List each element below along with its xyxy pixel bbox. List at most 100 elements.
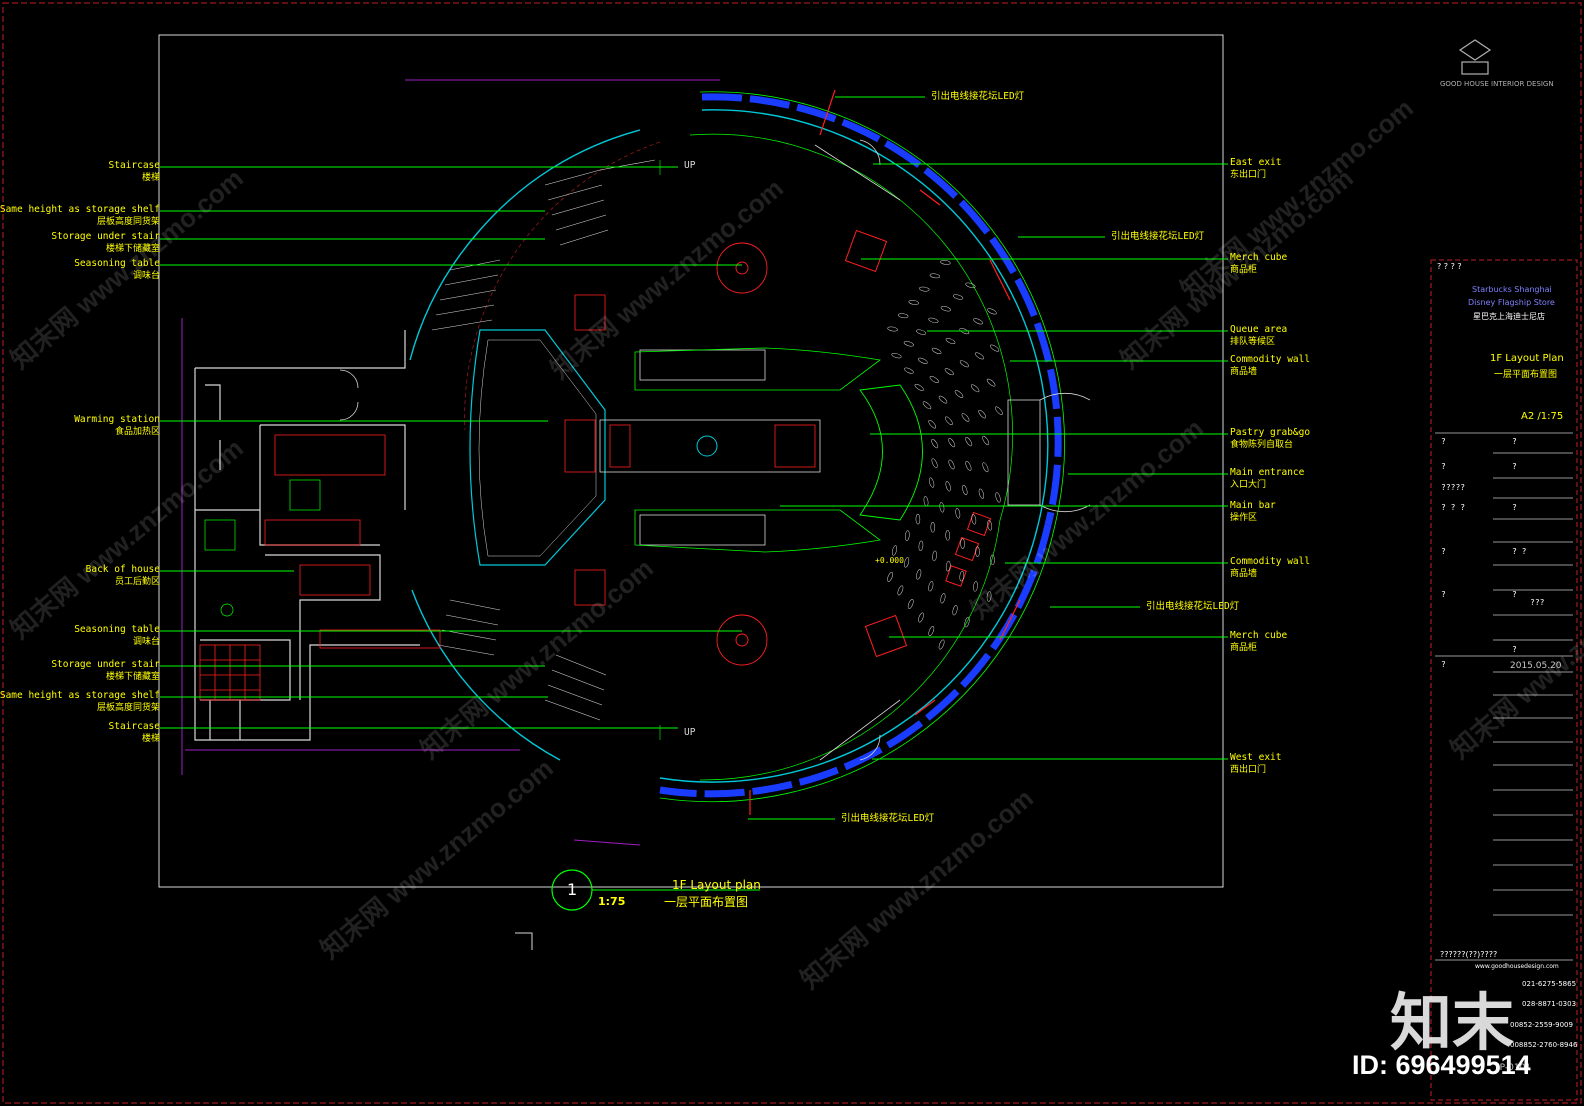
back-of-house-walls [194,330,420,741]
queue-pattern-mark [914,383,924,391]
project-cn: 星巴克上海迪士尼店 [1473,312,1545,321]
watermark-logo: 知末 [1390,989,1515,1058]
label-en: Seasoning table [74,624,160,635]
project-en-2: Disney Flagship Store [1468,298,1555,307]
label-cn: 商品柜 [1230,643,1258,653]
queue-pattern-mark [919,286,930,292]
queue-pattern-mark [960,538,965,549]
stair-up-label-bottom: UP [684,727,696,738]
queue-pattern-mark [931,347,942,354]
queue-pattern-mark [903,341,914,347]
red-accent-walls [749,89,1021,815]
queue-pattern-mark [917,357,928,364]
detail-number: 1 [567,880,578,899]
planters [716,242,768,666]
queue-pattern-mark [982,462,989,473]
queue-pattern-mark [887,326,898,332]
queue-pattern-mark [904,367,914,374]
queue-pattern-mark [939,502,945,513]
label-en: West exit [1230,752,1282,763]
queue-pattern-mark [986,378,996,387]
grid-lines [181,79,720,846]
queue-pattern-mark [945,530,950,541]
led-note-1: 引出电线接花坛LED灯 [931,91,1025,102]
label-cn: 西出口门 [1230,765,1267,775]
queue-pattern-mark [978,488,985,499]
queue-pattern-mark [987,308,997,315]
label-cn: 楼梯 [141,734,160,744]
label-en: Merch cube [1230,252,1288,263]
phone-3: 00852-2559-9009 [1510,1021,1573,1029]
tb-field: ? [1441,660,1446,669]
watermark-text: 知末网 www.znzmo.com [545,173,789,385]
queue-pattern-mark [990,554,995,566]
sheet-size-scale: A2 /1:75 [1521,411,1564,422]
queue-pattern-mark [974,352,985,360]
queue-pattern-mark [959,570,965,582]
label-cn: 楼梯下储藏室 [105,244,160,254]
queue-pattern-mark [961,413,970,422]
queue-pattern-mark [953,294,964,300]
queue-pattern-mark [928,581,934,592]
queue-pattern-mark [948,459,955,470]
label-cn: 操作区 [1230,513,1258,523]
queue-pattern-mark [916,329,927,335]
queue-pattern-mark [975,546,980,557]
phone-1: 021-6275-5865 [1522,980,1577,988]
queue-pattern-mark [995,406,1003,415]
label-cn: 东出口门 [1230,170,1267,180]
queue-pattern-mark [904,530,910,541]
queue-pattern-mark [918,612,924,623]
queue-pattern-mark [944,368,954,376]
queue-pattern-mark [928,626,935,636]
elevation-mark: +0.000 [875,556,904,565]
queue-pattern-mark [990,344,1000,352]
queue-pattern-mark [930,522,936,533]
queue-pattern-mark [955,508,961,519]
staircases [431,159,661,740]
issue-date: 2015.05.20 [1510,661,1562,671]
label-en: Commodity wall [1230,354,1311,365]
queue-pattern-mark [891,545,898,556]
company-website: www.goodhousedesign.com [1475,963,1559,970]
tb-field: ? [1512,645,1517,654]
label-cn: 食物陈列自取台 [1230,440,1294,450]
tb-field: ????? [1441,483,1466,492]
label-en: Back of house [85,564,160,575]
queue-pattern-mark [945,560,951,572]
tb-field: ? ? [1512,547,1527,556]
queue-pattern-mark [945,416,953,426]
label-cn: 入口大门 [1230,480,1267,490]
queue-pattern-mark [908,300,919,305]
tb-field: ? [1512,590,1517,599]
header-marks: ? ? ? ? [1437,262,1462,271]
label-cn: 排队等候区 [1230,337,1276,347]
label-en: Same height as storage shelf [0,204,160,215]
queue-pattern-mark [965,461,972,471]
merch-cubes [844,229,992,658]
led-note-4: 引出电线接花坛LED灯 [841,813,935,824]
drawing-title-en: 1F Layout Plan [1490,353,1564,364]
company-marks: ??????(??)???? [1440,950,1498,959]
tb-field: ? [1512,503,1517,512]
queue-pattern-mark [982,435,990,446]
queue-pattern-mark [928,419,937,429]
label-en: Seasoning table [74,258,160,269]
queue-pattern-mark [965,282,976,288]
queue-pattern-mark [995,492,1001,503]
detail-bubble [551,869,760,911]
label-cn: 商品柜 [1230,265,1258,275]
label-cn: 食品加热区 [114,427,160,437]
label-right-10: West exit 西出口门 [1230,752,1281,776]
queue-pattern-mark [954,390,964,398]
label-cn: 商品墙 [1230,367,1258,377]
detail-scale: 1:75 [598,895,626,908]
queue-pattern-mark [938,639,945,650]
title-block-lines [1435,432,1573,961]
